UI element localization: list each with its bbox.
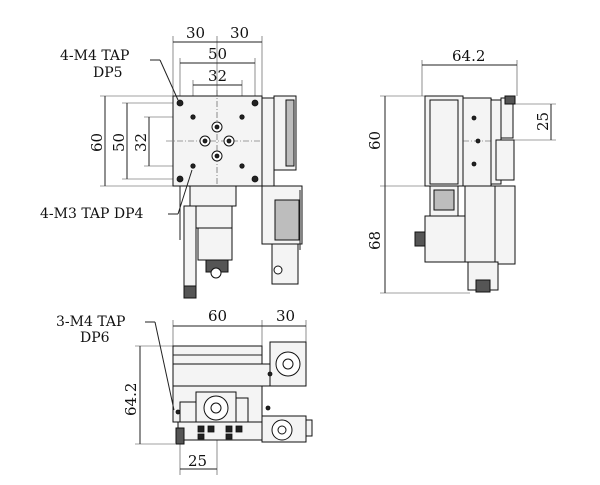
dim-side-64-2: 64.2 xyxy=(452,47,485,65)
top-tap-label-line2: DP5 xyxy=(93,65,123,81)
mid-tap-label: 4-M3 TAP DP4 xyxy=(40,206,144,222)
dim-bottom-60: 60 xyxy=(208,307,227,325)
dim-top-30-right: 30 xyxy=(230,24,249,42)
top-tap-label-line1: 4-M4 TAP xyxy=(60,48,129,64)
dim-left-32: 32 xyxy=(132,133,150,152)
bottom-view xyxy=(135,320,313,475)
dim-side-60: 60 xyxy=(366,131,384,150)
bottom-tap-label-line1: 3-M4 TAP xyxy=(56,314,125,330)
dim-side-25: 25 xyxy=(534,112,552,131)
dim-side-68: 68 xyxy=(366,231,384,250)
dim-bottom-25: 25 xyxy=(188,452,207,470)
side-view xyxy=(380,60,556,294)
dim-top-32: 32 xyxy=(208,67,227,85)
dim-top-50: 50 xyxy=(208,45,227,63)
dim-bottom-30: 30 xyxy=(276,307,295,325)
dim-top-30-left: 30 xyxy=(186,24,205,42)
dim-left-50: 50 xyxy=(110,133,128,152)
top-view xyxy=(100,36,303,299)
bottom-tap-label-line2: DP6 xyxy=(80,330,110,346)
dim-bottom-64-2: 64.2 xyxy=(122,383,140,416)
dim-left-60: 60 xyxy=(88,133,106,152)
